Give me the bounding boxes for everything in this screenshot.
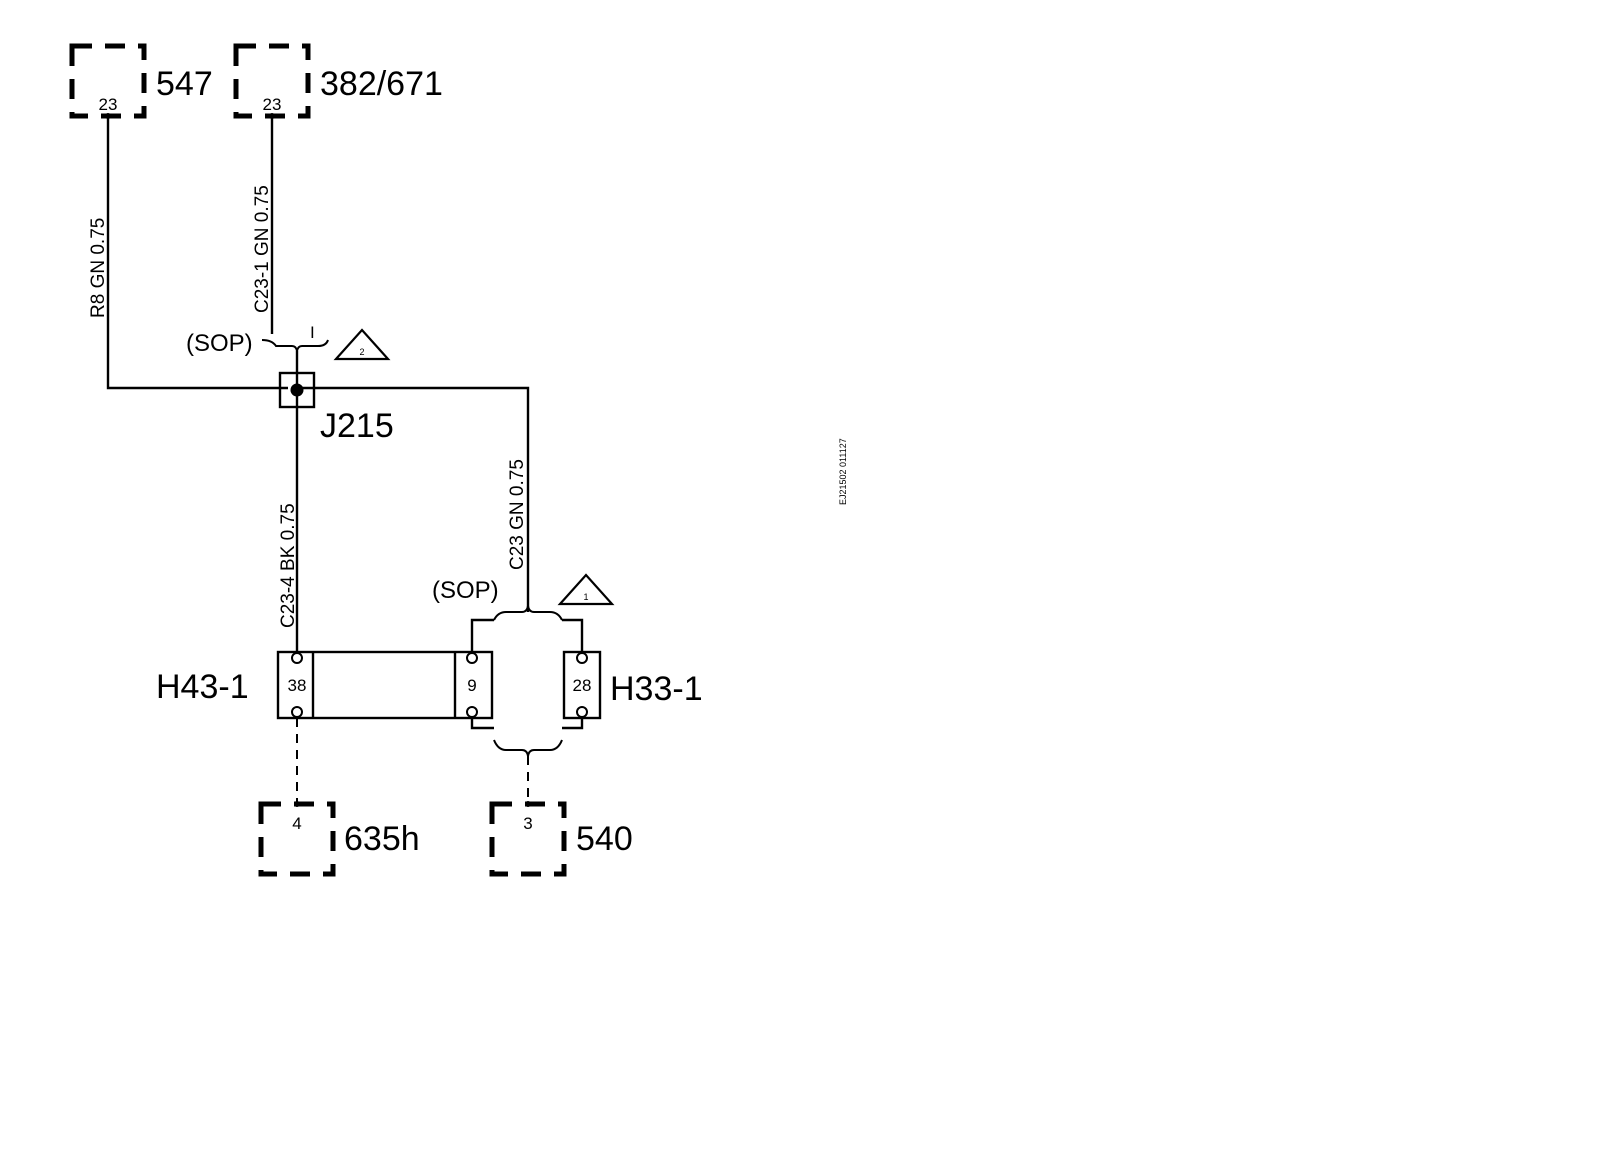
- wire-c23-path: [297, 386, 530, 612]
- wire-c23-4-label: C23-4 BK 0.75: [278, 503, 299, 628]
- connector-635h[interactable]: 4 635h: [258, 801, 420, 877]
- warning-triangle-1-icon: [557, 573, 615, 606]
- connector-382-671[interactable]: 23 382/671: [233, 43, 443, 119]
- sop-bottom-brace: [493, 605, 563, 621]
- merge-brace-bottom: [470, 718, 584, 757]
- wire-c23-label: C23 GN 0.75: [507, 459, 528, 570]
- connector-382-671-pin: 23: [263, 95, 282, 114]
- wire-r8-label: R8 GN 0.75: [88, 218, 109, 318]
- connector-h33-pin28-bottom: [576, 706, 588, 718]
- connector-540-label: 540: [576, 820, 633, 858]
- connector-h43-pin-top: [291, 652, 303, 664]
- wire-c23-1-label: C23-1 GN 0.75: [252, 185, 273, 313]
- merge-brace-path: [493, 739, 563, 757]
- connector-h33-label: H33-1: [610, 670, 703, 708]
- sop-top-label: (SOP): [186, 330, 253, 357]
- sop-branch-right: [562, 618, 584, 655]
- connector-h33-pin9-top: [466, 652, 478, 664]
- sop-top-brace: [261, 339, 329, 352]
- warning-triangle-2-icon: [333, 328, 391, 361]
- note-1-number: 1: [583, 592, 588, 602]
- note-2-number: 2: [359, 347, 364, 357]
- connector-h43-pin-bottom: [291, 706, 303, 718]
- connector-h33-pin28-label: 28: [573, 676, 592, 695]
- connector-h33-pin9-label: 9: [467, 676, 476, 695]
- connector-h33-1[interactable]: 9 28 H33-1: [466, 650, 703, 720]
- wire-r8[interactable]: R8 GN 0.75: [88, 113, 288, 390]
- sop-bottom-label: (SOP): [432, 577, 499, 604]
- connector-547[interactable]: 23 547: [69, 43, 213, 119]
- splice-j215-dot: [290, 383, 304, 397]
- connector-540-pin: 3: [523, 814, 532, 833]
- connector-547-label: 547: [156, 65, 213, 103]
- wire-c23-1[interactable]: C23-1 GN 0.75: [252, 113, 275, 334]
- connector-h33-pin9-bottom: [466, 706, 478, 718]
- connector-635h-pin: 4: [292, 814, 301, 833]
- connector-h43-pin-label: 38: [288, 676, 307, 695]
- wire-r8-path: [106, 116, 288, 390]
- sop-top-tick: I: [310, 323, 315, 342]
- sop-option-top: (SOP) I 2: [186, 323, 391, 361]
- splice-j215-label: J215: [320, 407, 394, 445]
- connector-635h-box: [258, 801, 336, 877]
- sop-option-bottom: (SOP) 1: [432, 573, 615, 655]
- figure-code: EJ21502 011127: [838, 438, 848, 505]
- merge-right-branch: [562, 718, 584, 730]
- connector-h43-label: H43-1: [156, 668, 249, 706]
- splice-j215[interactable]: J215: [278, 360, 530, 655]
- connector-h43-h33-body: [276, 650, 494, 720]
- connector-h33-pin28-top: [576, 652, 588, 664]
- connector-635h-label: 635h: [344, 820, 420, 858]
- merge-left-branch: [470, 718, 494, 730]
- connector-382-671-label: 382/671: [320, 65, 443, 103]
- splice-j215-box: [278, 371, 316, 409]
- connector-547-pin: 23: [99, 95, 118, 114]
- connector-540-box: [489, 801, 567, 877]
- connector-h43-1[interactable]: 38 H43-1: [156, 650, 494, 720]
- sop-branch-left: [470, 618, 494, 655]
- connector-540[interactable]: 3 540: [489, 801, 633, 877]
